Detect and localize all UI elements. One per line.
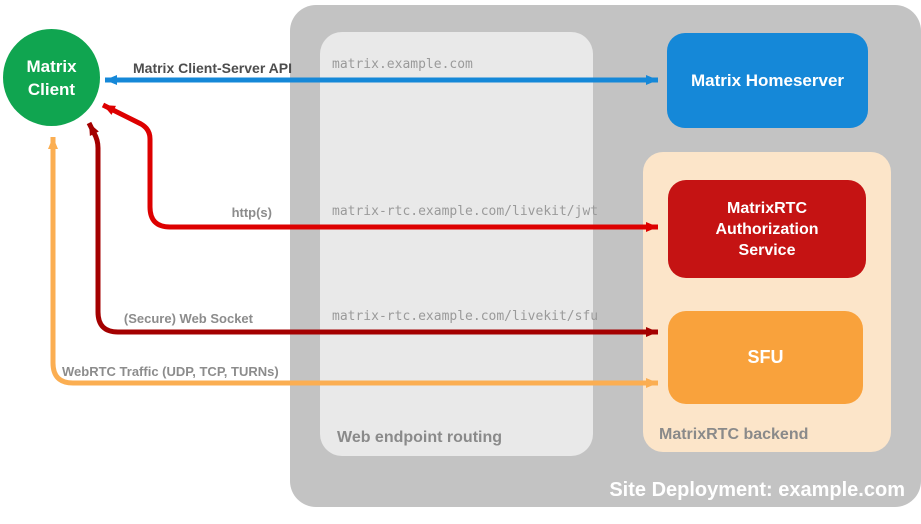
matrixrtc-auth-service-node: MatrixRTC Authorization Service — [668, 180, 866, 278]
matrix-client-label: Matrix Client — [26, 56, 77, 99]
route-matrix-example: matrix.example.com — [332, 57, 473, 72]
matrixrtc-backend-label: MatrixRTC backend — [659, 426, 809, 443]
client-server-api-label: Matrix Client-Server API — [133, 60, 292, 76]
route-livekit-sfu: matrix-rtc.example.com/livekit/sfu — [332, 309, 599, 324]
web-endpoint-routing-label: Web endpoint routing — [337, 429, 503, 446]
matrix-homeserver-node: Matrix Homeserver — [667, 33, 868, 128]
matrixrtc-auth-service-label: MatrixRTC Authorization Service — [715, 199, 819, 259]
matrix-client-node: Matrix Client — [3, 29, 100, 126]
matrixrtc-backend-container: MatrixRTC Authorization Service SFU Matr… — [643, 152, 891, 452]
site-deployment-container: Web endpoint routing Matrix Homeserver M… — [290, 5, 921, 507]
web-socket-label: (Secure) Web Socket — [123, 311, 253, 326]
matrix-homeserver-label: Matrix Homeserver — [690, 70, 845, 90]
https-label: http(s) — [231, 205, 272, 220]
route-livekit-jwt: matrix-rtc.example.com/livekit/jwt — [332, 204, 599, 219]
sfu-node: SFU — [668, 311, 863, 404]
sfu-label: SFU — [747, 347, 784, 367]
web-endpoint-routing-box: Web endpoint routing — [320, 32, 593, 456]
webrtc-traffic-label: WebRTC Traffic (UDP, TCP, TURNs) — [62, 364, 279, 379]
site-deployment-label: Site Deployment: example.com — [609, 479, 905, 501]
